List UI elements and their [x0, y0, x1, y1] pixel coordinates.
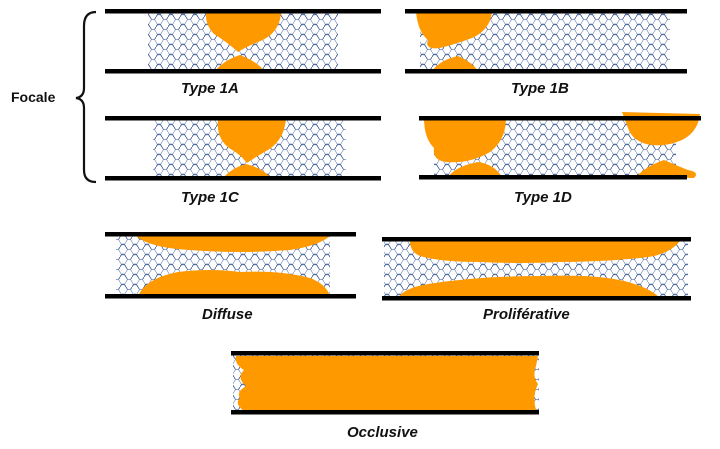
- type-1c-panel: [105, 116, 381, 181]
- stenosis-lesion: [416, 12, 492, 49]
- stenosis-lesion: [215, 55, 264, 71]
- vessel-wall-bottom: [105, 176, 381, 181]
- type-1a-label: Type 1A: [181, 80, 239, 97]
- stenosis-lesion: [424, 118, 506, 163]
- stenosis-lesion: [138, 270, 330, 296]
- vessel-wall-top: [231, 351, 539, 356]
- vessel-wall-top: [382, 237, 691, 242]
- type-1d-label: Type 1D: [514, 189, 572, 206]
- vessel-wall-top: [419, 116, 701, 121]
- vessel-wall-bottom: [105, 69, 381, 74]
- proliferative-panel: [382, 237, 691, 301]
- vessel-wall-bottom: [231, 410, 539, 415]
- stenosis-lesion: [205, 12, 281, 52]
- occlusive-panel: [231, 351, 539, 415]
- stenosis-lesion: [636, 160, 696, 178]
- stenosis-lesion: [448, 162, 502, 177]
- vessel-wall-bottom: [419, 175, 687, 180]
- vessel-wall-top: [105, 9, 381, 14]
- type-1b-label: Type 1B: [511, 80, 569, 97]
- stenosis-lesion: [224, 164, 270, 177]
- vessel-wall-bottom: [105, 294, 356, 299]
- type-1a-panel: [105, 9, 381, 74]
- vessel-wall-top: [105, 116, 381, 121]
- type-1b-panel: [405, 9, 687, 74]
- type-1d-panel: [419, 112, 701, 180]
- stenosis-lesion: [136, 236, 330, 252]
- focale-bracket: [75, 10, 97, 184]
- diffuse-panel: [105, 232, 356, 299]
- stenosis-lesion: [235, 356, 538, 411]
- stenosis-lesion: [410, 241, 680, 263]
- vessel-wall-top: [105, 232, 356, 237]
- vessel-wall-top: [405, 9, 687, 14]
- occlusive-label: Occlusive: [347, 424, 418, 441]
- vessel-wall-bottom: [405, 69, 687, 74]
- proliferative-label: Proliférative: [483, 306, 570, 323]
- stenosis-lesion: [398, 275, 660, 298]
- vessel-wall-bottom: [382, 296, 691, 301]
- diffuse-label: Diffuse: [202, 306, 253, 323]
- type-1c-label: Type 1C: [181, 189, 239, 206]
- stenosis-lesion: [432, 56, 478, 71]
- stenosis-lesion: [217, 119, 286, 163]
- focale-label: Focale: [11, 89, 56, 105]
